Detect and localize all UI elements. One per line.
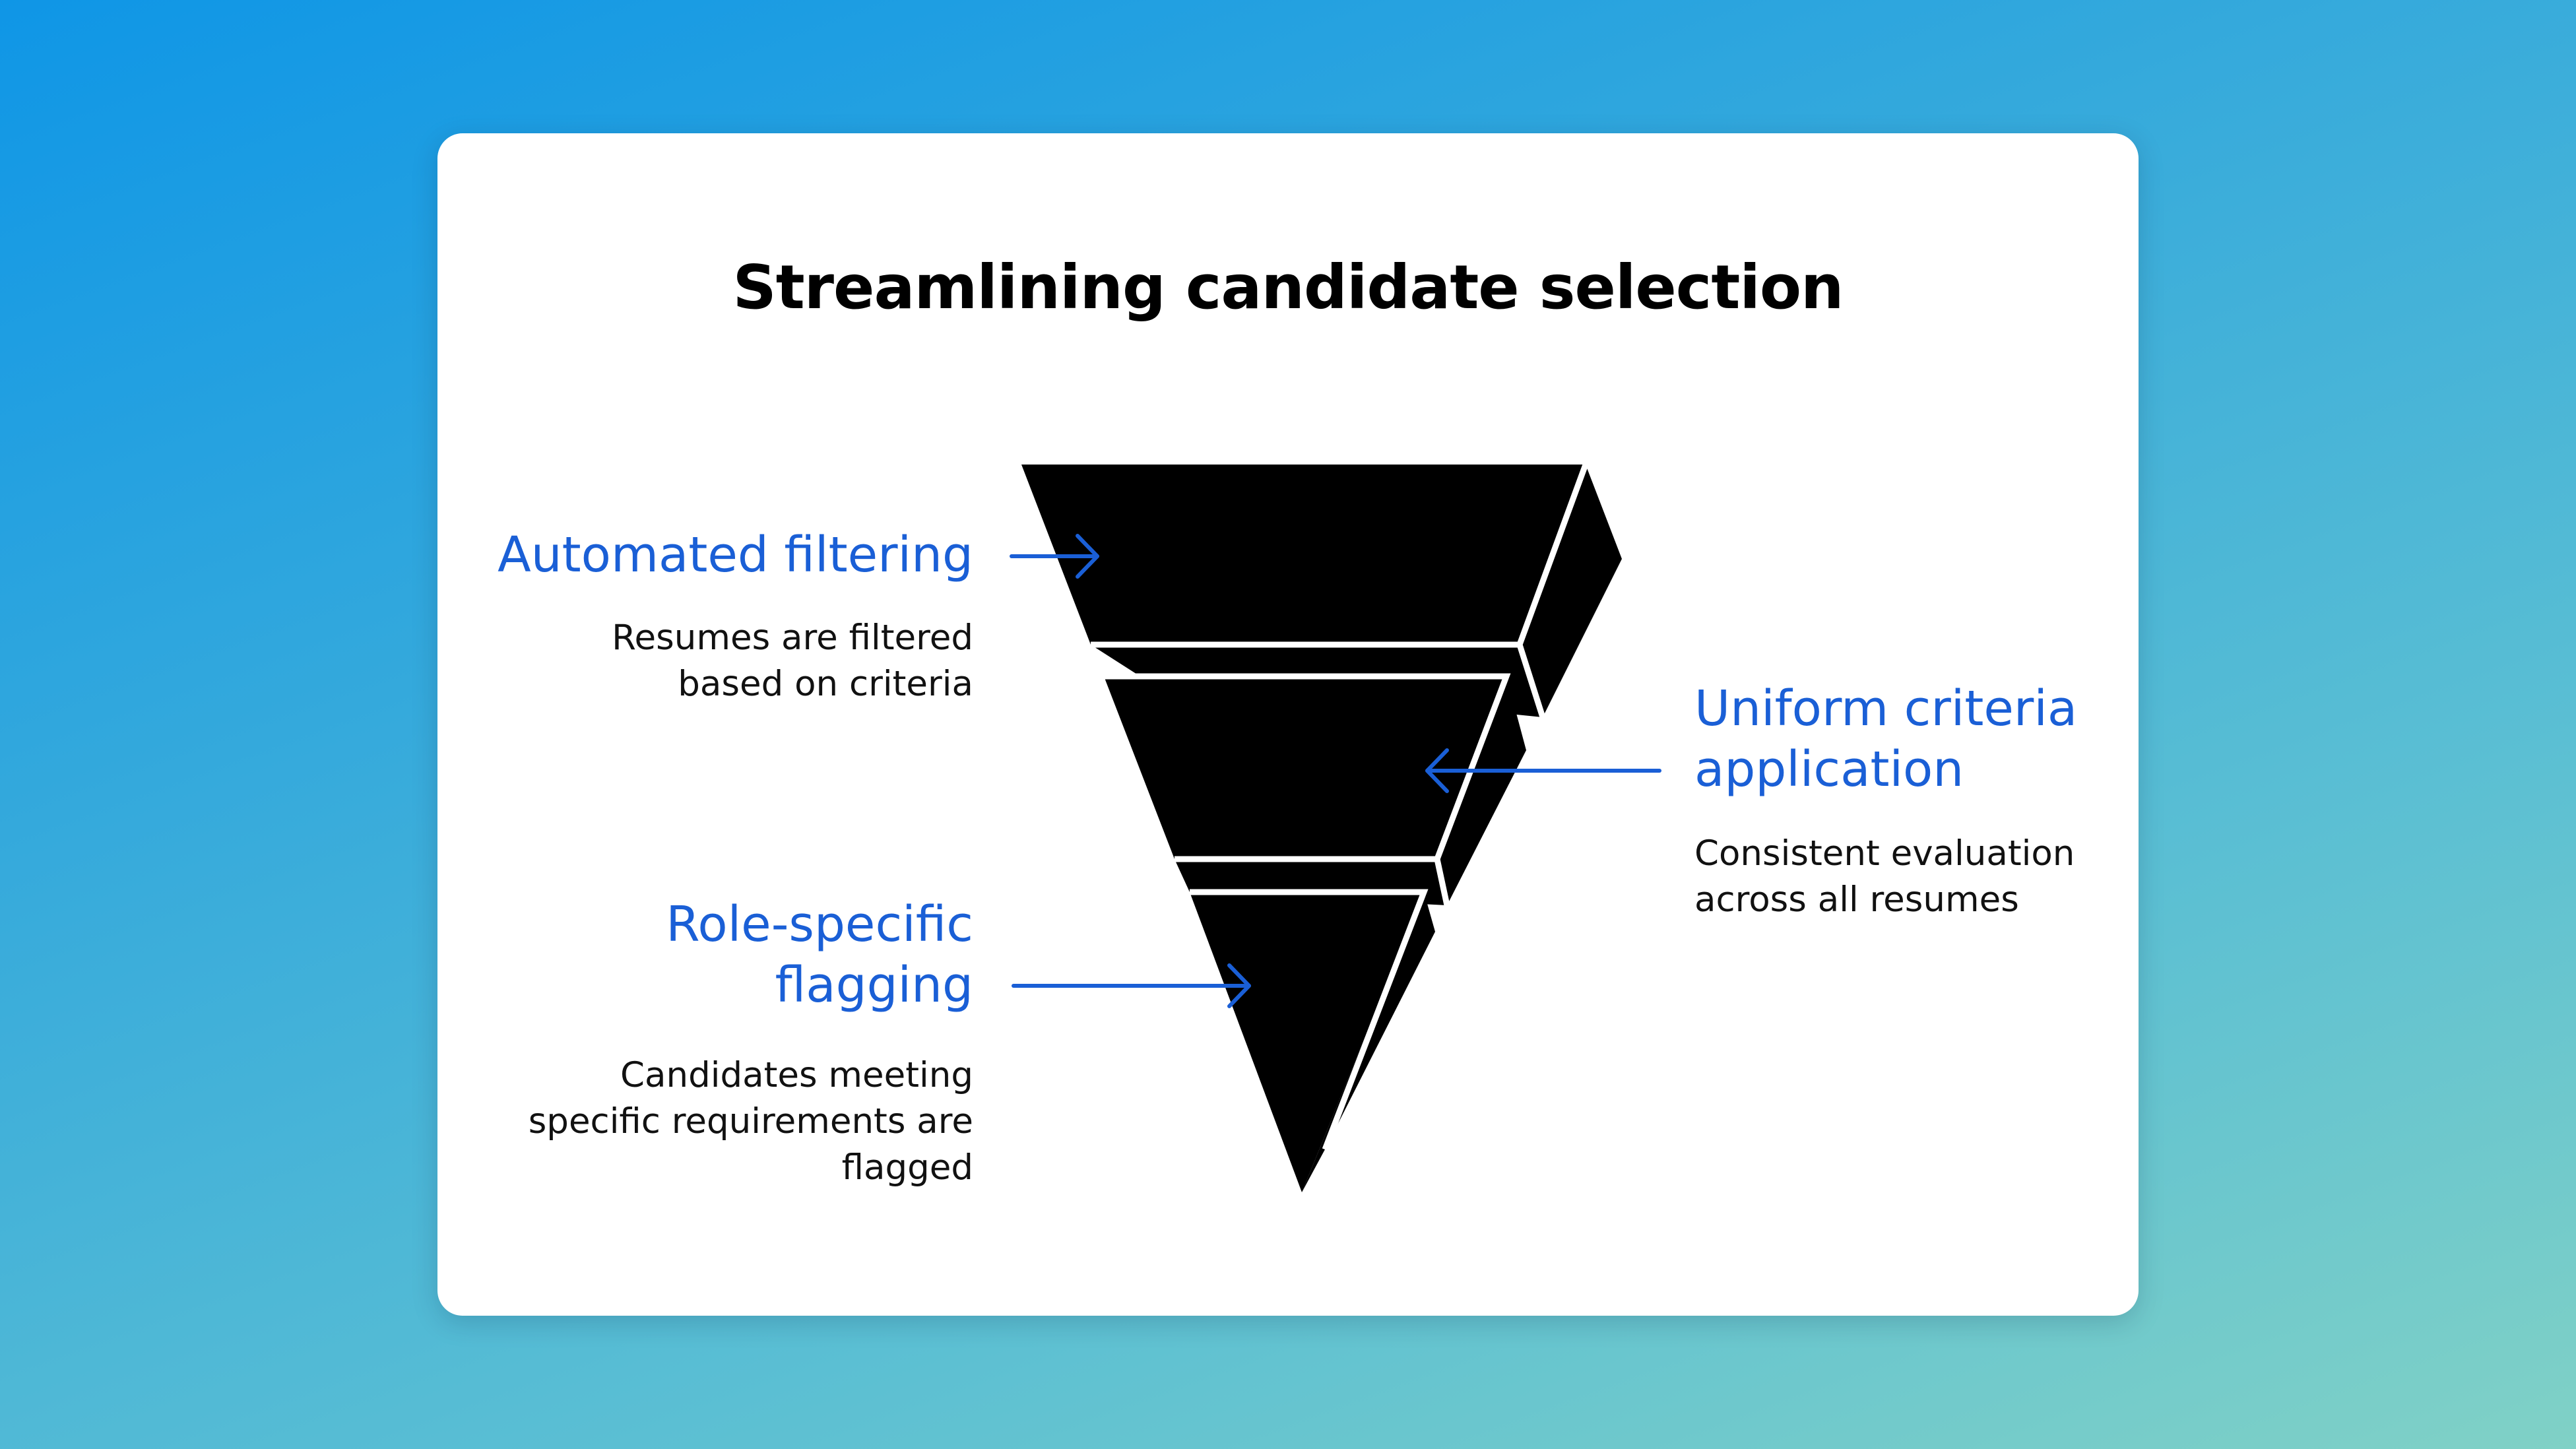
callout-text-automated-filtering: Resumes are filtered based on criteria — [612, 618, 973, 704]
slide-title: Streamlining candidate selection — [732, 252, 1844, 323]
callout-text-role-specific: Candidates meeting specific requirements… — [528, 1055, 973, 1188]
funnel-layer-bottom — [1190, 889, 1435, 1192]
funnel-layer-top-side — [1520, 465, 1622, 717]
arrow-left-icon — [1425, 748, 1661, 793]
callout-heading-automated-filtering: Automated filtering — [498, 527, 973, 583]
funnel-layer-middle-front — [1104, 676, 1506, 859]
slide-card: Streamlining candidate selection — [437, 133, 2139, 1316]
arrow-right-icon — [1012, 963, 1251, 1008]
funnel-layer-middle-side — [1437, 676, 1526, 905]
callout-heading-role-specific: Role-specific flagging — [666, 896, 973, 1014]
funnel-layer-top — [1021, 463, 1622, 719]
funnel-layer-top-front — [1021, 465, 1586, 645]
funnel-layer-middle — [1104, 673, 1526, 906]
funnel-layer-bottom-front — [1190, 892, 1424, 1192]
funnel-diagram — [1010, 463, 1661, 1192]
callout-heading-uniform-criteria: Uniform criteria application — [1694, 680, 2078, 798]
arrow-right-icon — [1010, 534, 1099, 579]
callout-text-uniform-criteria: Consistent evaluation across all resumes — [1694, 833, 2075, 920]
